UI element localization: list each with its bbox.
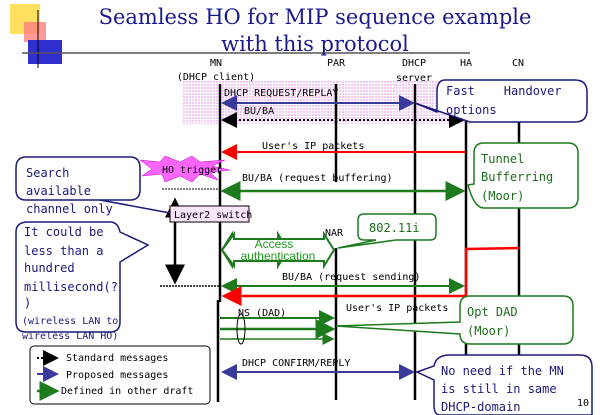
dot11i-label: 802.11i bbox=[369, 221, 420, 235]
entity-mn: MN bbox=[210, 58, 222, 69]
bu-ba-label: BU/BA bbox=[244, 106, 274, 117]
fast-handover-line-2: options bbox=[446, 103, 497, 117]
layer2-switch-box: Layer2 switch bbox=[99, 199, 252, 223]
no-need-line-1: No need if the MN bbox=[441, 364, 564, 378]
decorative-squares bbox=[10, 4, 470, 68]
tunnel-line-1: Tunnel bbox=[481, 152, 524, 166]
ns-dad-label: NS (DAD) bbox=[238, 308, 286, 319]
legend-other-draft-label: Defined in other draft bbox=[61, 386, 193, 397]
users-ip-arrow-2 bbox=[221, 246, 520, 306]
entity-dhcp: DHCP bbox=[402, 58, 426, 69]
less-than-line-2: less than a bbox=[24, 244, 103, 258]
ns-dad-arrows bbox=[220, 310, 336, 345]
access-auth-line-2: authentication bbox=[241, 249, 316, 263]
less-than-line-1: It could be bbox=[24, 225, 103, 239]
title-line-2: with this protocol bbox=[221, 32, 409, 56]
users-ip-label-1: User's IP packets bbox=[262, 141, 364, 152]
fast-handover-line-1: Fast Handover bbox=[446, 84, 562, 98]
entity-ha: HA bbox=[460, 58, 472, 69]
callout-tunnel-buffering: Tunnel Bufferring (Moor) bbox=[467, 142, 579, 209]
entity-cn: CN bbox=[512, 58, 524, 69]
entity-par: PAR bbox=[327, 58, 346, 69]
less-than-line-5: ) bbox=[24, 296, 31, 310]
less-than-line-6: (wireless LAN to bbox=[22, 316, 118, 327]
title-line-1: Seamless HO for MIP sequence example bbox=[99, 5, 532, 29]
legend: Standard messages Proposed messages Defi… bbox=[29, 345, 211, 405]
no-need-line-2: is still in same bbox=[441, 382, 557, 396]
layer2-switch-label: Layer2 switch bbox=[174, 210, 252, 221]
callout-less-than: It could be less than a hundred millisec… bbox=[15, 221, 150, 342]
less-than-line-3: hundred bbox=[24, 261, 75, 275]
search-line-1: Search bbox=[26, 166, 69, 180]
access-authentication-arrow: Access authentication bbox=[220, 230, 336, 270]
ho-trigger-burst: HO trigger bbox=[139, 155, 231, 183]
entity-nar: NAR bbox=[325, 228, 344, 239]
less-than-line-7: wireless LAN HO) bbox=[22, 331, 118, 342]
less-than-line-4: millisecond(? bbox=[24, 280, 118, 294]
search-line-2: available bbox=[26, 184, 91, 198]
opt-dad-line-1: Opt DAD bbox=[467, 305, 518, 319]
tunnel-line-3: (Moor) bbox=[481, 189, 524, 203]
callout-opt-dad: Opt DAD (Moor) bbox=[335, 295, 574, 345]
dhcp-confirm-label: DHCP CONFIRM/REPLY bbox=[242, 358, 350, 369]
access-auth-line-1: Access bbox=[255, 237, 294, 251]
bu-ba-buffering-label: BU/BA (request buffering) bbox=[242, 173, 393, 184]
search-line-3: channel only bbox=[26, 202, 113, 216]
legend-standard-label: Standard messages bbox=[66, 353, 168, 364]
entity-dhcp-sub: server bbox=[396, 73, 432, 84]
callout-802-11i: 802.11i bbox=[337, 213, 437, 249]
dhcp-request-label: DHCP REQUEST/REPLAY bbox=[224, 88, 338, 99]
page-number: 10 bbox=[577, 398, 589, 409]
entity-mn-sub: (DHCP client) bbox=[177, 72, 255, 83]
ho-trigger-label: HO trigger bbox=[162, 165, 222, 176]
callout-no-need: No need if the MN is still in same DHCP-… bbox=[415, 354, 593, 415]
tunnel-line-2: Bufferring bbox=[481, 170, 553, 184]
callout-fast-handover: Fast Handover options bbox=[414, 79, 588, 123]
users-ip-label-2: User's IP packets bbox=[346, 303, 448, 314]
legend-proposed-label: Proposed messages bbox=[66, 370, 168, 381]
opt-dad-line-2: (Moor) bbox=[467, 324, 510, 338]
callout-search: Search available channel only bbox=[15, 156, 141, 216]
bu-ba-sending-label: BU/BA (request sending) bbox=[282, 272, 420, 283]
no-need-line-3: DHCP-domain bbox=[441, 400, 520, 414]
